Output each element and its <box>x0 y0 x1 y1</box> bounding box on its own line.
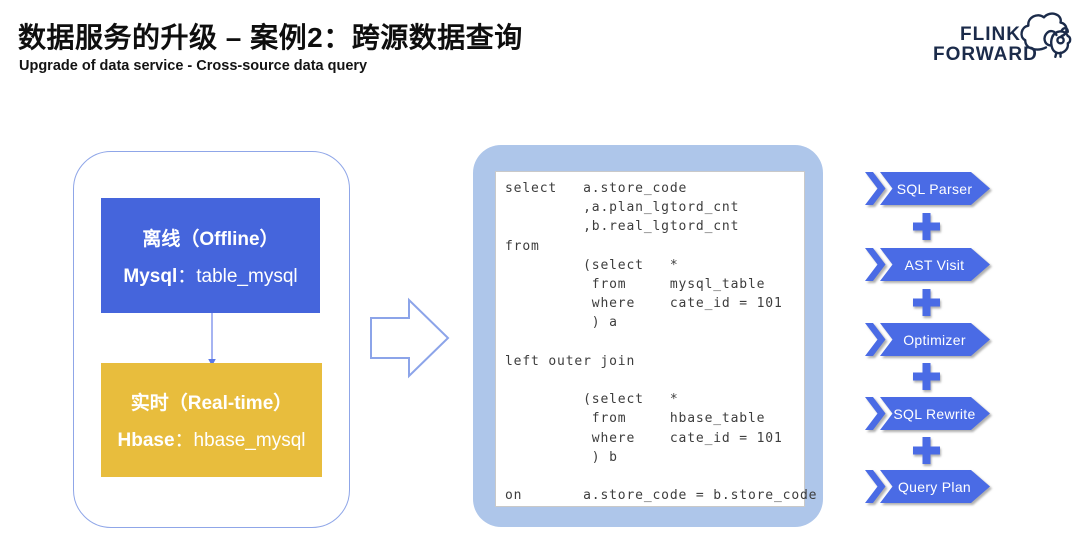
pipeline-step-label: SQL Rewrite <box>893 405 976 422</box>
plus-icon <box>913 363 940 390</box>
offline-box-title: 离线（Offline） <box>142 228 279 250</box>
offline-engine-label: Mysql <box>123 265 178 287</box>
pipeline-step-label: AST Visit <box>904 256 965 273</box>
chevron-banner-icon <box>865 323 990 356</box>
pipeline-step-sql-parser: SQL Parser <box>865 172 990 205</box>
sql-code: select a.store_code ,a.plan_lgtord_cnt ,… <box>505 181 818 504</box>
sql-code-card: select a.store_code ,a.plan_lgtord_cnt ,… <box>495 171 818 507</box>
chevron-banner-icon <box>865 248 990 281</box>
sql-panel: select a.store_code ,a.plan_lgtord_cnt ,… <box>473 145 823 527</box>
plus-icon <box>913 213 940 240</box>
plus-icon <box>913 289 940 316</box>
pipeline-step-sql-rewrite: SQL Rewrite <box>865 397 990 430</box>
realtime-hbase-box: 实时（Real-time） Hbase：hbase_mysql <box>101 363 322 477</box>
offline-to-realtime-arrow <box>208 313 216 366</box>
page-subtitle: Upgrade of data service - Cross-source d… <box>19 58 368 74</box>
realtime-box-title: 实时（Real-time） <box>130 393 293 414</box>
realtime-box-table: Hbase：hbase_mysql <box>118 425 306 452</box>
squirrel-icon <box>1020 12 1072 59</box>
page-title: 数据服务的升级 – 案例2：跨源数据查询 <box>18 22 523 53</box>
pipeline-step-label: Query Plan <box>897 478 972 495</box>
flink-forward-logo: FLINK FORWARD <box>933 8 1073 78</box>
pipeline-step-ast-visit: AST Visit <box>865 248 990 281</box>
offline-table-label: ：table_mysql <box>177 265 298 287</box>
chevron-banner-icon <box>865 172 990 205</box>
offline-box-table: Mysql：table_mysql <box>123 261 297 288</box>
chevron-banner-icon <box>865 470 990 503</box>
realtime-table-label: ：hbase_mysql <box>174 430 306 451</box>
logo-text-flink: FLINK <box>960 24 1021 45</box>
logo-text-forward: FORWARD <box>933 44 1038 65</box>
pipeline-step-optimizer: Optimizer <box>865 323 990 356</box>
offline-mysql-box: 离线（Offline） Mysql：table_mysql <box>101 198 320 313</box>
pipeline-step-label: Optimizer <box>903 331 966 348</box>
realtime-engine-label: Hbase <box>117 430 175 451</box>
pipeline-step-label: SQL Parser <box>896 180 973 197</box>
chevron-banner-icon <box>865 397 990 430</box>
plus-icon <box>913 437 940 464</box>
pipeline-step-query-plan: Query Plan <box>865 470 990 503</box>
right-arrow-icon <box>370 297 450 379</box>
